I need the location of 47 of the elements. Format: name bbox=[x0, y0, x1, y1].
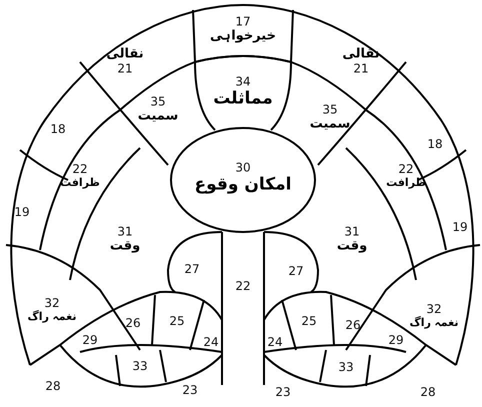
region-number: 24 bbox=[203, 336, 219, 350]
region-number: 24 bbox=[267, 336, 283, 350]
region-label: مماثلت bbox=[213, 89, 273, 109]
region-label: ظرافت bbox=[60, 176, 100, 190]
region-number: 29 bbox=[388, 334, 404, 348]
region-label: نغمہ راگ bbox=[410, 316, 458, 330]
region-number: 22 bbox=[235, 280, 251, 294]
region-label: وقت bbox=[336, 239, 368, 254]
region-label: نقالی bbox=[342, 48, 380, 63]
region-label: وقت bbox=[110, 239, 140, 254]
region-number: 34 bbox=[234, 75, 252, 90]
region-number: 22 bbox=[71, 162, 89, 177]
region-number: 23 bbox=[182, 383, 198, 397]
region-number: 19 bbox=[452, 221, 468, 235]
region-number: 28 bbox=[45, 379, 61, 393]
region-label: سمیت bbox=[138, 109, 178, 124]
region-number: 23 bbox=[275, 385, 291, 399]
region-number: 25 bbox=[301, 315, 317, 329]
region-number: 18 bbox=[50, 123, 66, 137]
region-number: 33 bbox=[132, 360, 148, 374]
region-number: 30 bbox=[234, 161, 252, 176]
region-number: 19 bbox=[14, 206, 30, 220]
region-number: 29 bbox=[82, 334, 98, 348]
region-number: 35 bbox=[321, 104, 339, 118]
region-number: 21 bbox=[116, 62, 134, 76]
region-label: نغمہ راگ bbox=[28, 310, 76, 324]
region-number: 26 bbox=[345, 319, 361, 333]
region-label: خیرخواہی bbox=[210, 29, 276, 44]
region-label: امکان وقوع bbox=[194, 175, 292, 195]
region-label: ظرافت bbox=[386, 176, 426, 190]
region-number: 33 bbox=[338, 361, 354, 375]
region-number: 32 bbox=[43, 296, 61, 310]
region-label: نقالی bbox=[106, 48, 144, 63]
region-number: 27 bbox=[184, 263, 200, 277]
region-number: 35 bbox=[149, 96, 167, 110]
region-label: سمیت bbox=[310, 117, 350, 132]
region-number: 22 bbox=[397, 162, 415, 177]
region-number: 21 bbox=[352, 62, 370, 76]
region-number: 27 bbox=[288, 265, 304, 279]
region-number: 31 bbox=[116, 226, 134, 240]
region-number: 18 bbox=[427, 138, 443, 152]
region-number: 26 bbox=[125, 317, 141, 331]
region-number: 31 bbox=[343, 226, 361, 240]
region-number: 25 bbox=[169, 315, 185, 329]
region-number: 32 bbox=[425, 302, 443, 316]
region-number: 17 bbox=[234, 16, 252, 30]
region-number: 28 bbox=[420, 385, 436, 399]
